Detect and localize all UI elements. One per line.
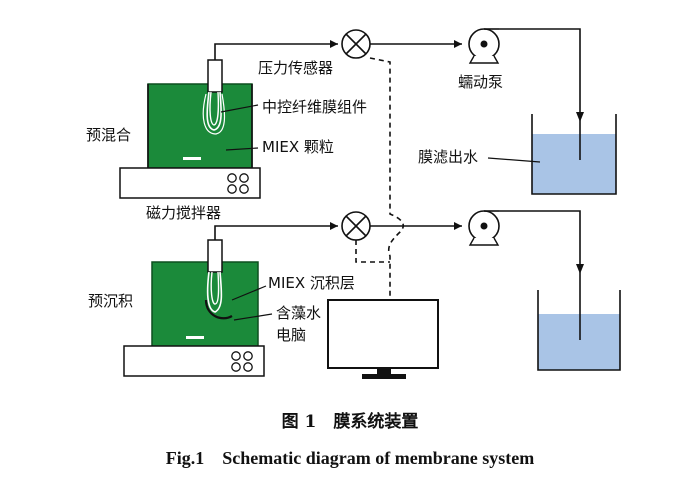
leader-permeate — [487, 157, 541, 163]
label-pressure-sensor: 压力传感器 — [258, 59, 333, 77]
leader-algae-water — [233, 313, 273, 321]
label-membrane-module: 中控纤维膜组件 — [262, 98, 367, 116]
label-algae-water: 含藻水 — [276, 304, 321, 322]
caption-english: Fig.1 Schematic diagram of membrane syst… — [166, 448, 534, 468]
arrow-bottom-3 — [576, 264, 584, 274]
label-computer: 电脑 — [276, 326, 306, 344]
label-miex-particles: MIEX 颗粒 — [262, 138, 334, 156]
pipe-bottom-1 — [214, 225, 338, 240]
label-peristaltic-pump: 蠕动泵 — [458, 73, 503, 91]
permeate-beaker-bottom — [537, 272, 621, 371]
pipe-bottom-3 — [499, 210, 581, 268]
label-miex-deposit-layer: MIEX 沉积层 — [268, 274, 355, 292]
premix-tank — [147, 83, 253, 169]
leader-deposit-layer — [231, 285, 267, 301]
peristaltic-pump-bottom — [468, 210, 500, 246]
magnetic-stirrer-top — [119, 167, 261, 199]
permeate-beaker-top — [531, 114, 617, 195]
pressure-sensor-top — [341, 29, 371, 59]
leader-membrane-module — [220, 104, 259, 113]
magnetic-stirrer-bottom — [123, 345, 265, 377]
pressure-sensor-bottom — [341, 211, 371, 241]
peristaltic-pump-top — [468, 28, 500, 64]
label-predeposit: 预沉积 — [88, 292, 133, 310]
leader-miex-particles — [225, 147, 259, 151]
caption-chinese: 图 1 膜系统装置 — [282, 411, 419, 432]
signal-wire-bottom — [355, 240, 390, 263]
computer-monitor — [327, 299, 439, 379]
signal-wire-top — [369, 57, 405, 296]
pipe-top-3 — [499, 28, 581, 116]
label-permeate: 膜滤出水 — [418, 148, 478, 166]
arrow-bottom-1 — [330, 222, 338, 230]
label-magnetic-stirrer: 磁力搅拌器 — [146, 204, 221, 222]
pipe-top-1 — [214, 43, 338, 60]
hollow-fiber-module-bottom — [204, 239, 233, 320]
label-premix: 预混合 — [86, 126, 131, 144]
predeposit-tank — [151, 261, 259, 349]
arrow-top-2 — [454, 40, 462, 48]
arrow-bottom-2 — [454, 222, 462, 230]
arrow-top-1 — [330, 40, 338, 48]
